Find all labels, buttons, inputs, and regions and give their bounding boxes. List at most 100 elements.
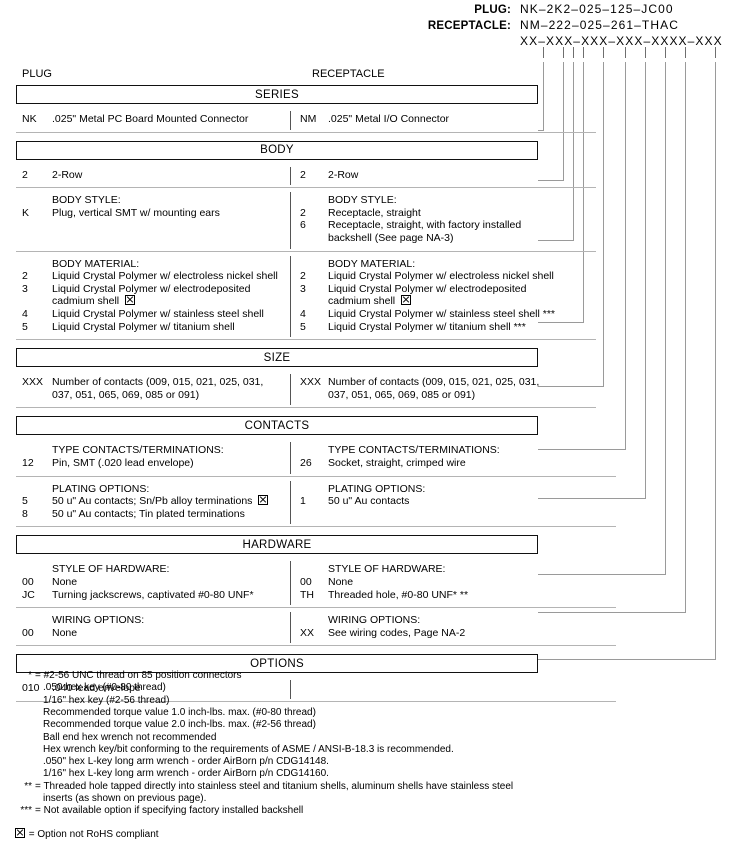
option-code: JC [22, 588, 35, 601]
option-description-line: 2-Row [328, 168, 359, 181]
option-description-line: Threaded hole, #0-80 UNF* ** [328, 588, 469, 601]
group-header: TYPE CONTACTS/TERMINATIONS: [328, 444, 500, 457]
option-description: None [328, 576, 568, 589]
option-code: TH [300, 588, 314, 601]
leader-line-size [603, 62, 604, 386]
tick-mark [625, 47, 626, 58]
option-description-line: None [52, 576, 78, 588]
plug-label: PLUG: [474, 4, 511, 16]
option-code: 2 [300, 270, 306, 283]
footnote-line: = Not available option if specifying fac… [35, 805, 304, 817]
part-number-row-receptacle: RECEPTACLE: NM–222–025–261–THAC [0, 18, 730, 34]
option-description-line: Pin, SMT (.020 lead envelope) [52, 457, 194, 469]
option-code: 00 [300, 576, 312, 588]
option-description: 2-Row [328, 169, 568, 182]
option-code: 5 [300, 320, 306, 333]
tick-mark [603, 47, 604, 58]
option-description-line: 50 u" Au contacts [328, 495, 410, 508]
option-description: Plug, vertical SMT w/ mounting ears [52, 207, 292, 220]
option-description-line: Number of contacts (009, 015, 021, 025, … [52, 376, 264, 389]
option-code: 00 [22, 576, 34, 588]
leader-line-options [715, 62, 716, 659]
option-description: Socket, straight, crimped wire [328, 457, 568, 470]
option-code: XXX [22, 376, 44, 389]
column-divider [290, 612, 291, 644]
leader-line-plating [538, 498, 646, 499]
option-description: Liquid Crystal Polymer w/ electrodeposit… [52, 283, 292, 308]
option-description-line: Socket, straight, crimped wire [328, 457, 466, 469]
option-code: 4 [22, 308, 28, 320]
group-header: WIRING OPTIONS: [328, 614, 421, 627]
group-divider-rule [16, 131, 596, 133]
option-description-line: cadmium shell [328, 295, 568, 308]
part-number-header: PLUG: NK–2K2–025–125–JC00 RECEPTACLE: NM… [0, 2, 730, 50]
column-divider [290, 480, 291, 525]
footnote-marker: ** [24, 780, 32, 792]
option-description: Liquid Crystal Polymer w/ electroless ni… [328, 270, 568, 283]
section-header-hardware: HARDWARE [16, 535, 538, 555]
option-description: Liquid Crystal Polymer w/ stainless stee… [328, 308, 568, 321]
option-description: See wiring codes, Page NA-2 [328, 627, 568, 640]
column-divider [290, 255, 291, 338]
option-description: None [52, 627, 292, 640]
section-title: SERIES [255, 88, 299, 101]
option-description-line: See wiring codes, Page NA-2 [328, 626, 466, 639]
option-code: 2 [300, 206, 306, 219]
group-divider-rule [16, 645, 616, 647]
option-description-line: Liquid Crystal Polymer w/ stainless stee… [328, 308, 556, 320]
receptacle-label: RECEPTACLE: [427, 20, 511, 32]
option-description: .025" Metal PC Board Mounted Connector [52, 113, 292, 126]
option-code: 6 [300, 219, 306, 232]
option-description: 2-Row [52, 169, 292, 182]
footnote-line: 1/16" hex L-key long arm wrench - order … [43, 768, 329, 780]
option-description-line: 037, 051, 065, 069, 085 or 091) [52, 388, 200, 401]
leader-line-body-material [583, 62, 584, 322]
option-description-line: 50 u" Au contacts; Tin plated terminatio… [52, 507, 245, 520]
footnote-line: = #2-56 UNC thread on 85 position connec… [35, 670, 242, 681]
part-number-row-plug: PLUG: NK–2K2–025–125–JC00 [0, 2, 730, 18]
option-description-line: Number of contacts (009, 015, 021, 025, … [328, 376, 540, 389]
option-code: NM [300, 113, 317, 125]
column-divider [290, 111, 291, 130]
column-divider [290, 192, 291, 249]
rohs-legend: = Option not RoHS compliant [14, 828, 159, 841]
footnote-line: Ball end hex wrench not recommended [43, 731, 217, 743]
group-divider-rule [16, 701, 616, 702]
group-header: WIRING OPTIONS: [52, 614, 145, 627]
option-description-line: Liquid Crystal Polymer w/ electrodeposit… [328, 282, 527, 295]
section-title: SIZE [263, 351, 291, 364]
section-header-contacts: CONTACTS [16, 416, 538, 436]
tick-mark [715, 47, 716, 58]
group-divider-rule [16, 187, 596, 189]
option-code: XXX [300, 376, 322, 389]
option-description: Receptacle, straight [328, 207, 568, 220]
option-code: 3 [22, 282, 28, 295]
column-divider [290, 374, 291, 406]
footnote-marker: *** [20, 805, 32, 817]
leader-line-series [543, 62, 544, 130]
option-description-line: Liquid Crystal Polymer w/ electroless ni… [52, 270, 278, 283]
column-caption-receptacle: RECEPTACLE [312, 68, 385, 80]
option-code: 00 [22, 626, 34, 639]
option-description-line: .025" Metal I/O Connector [328, 113, 450, 125]
leader-line-body-material [538, 322, 584, 323]
column-divider [290, 166, 291, 186]
tick-mark [665, 47, 666, 58]
section-title: OPTIONS [250, 657, 304, 670]
leader-line-body-style [573, 62, 574, 240]
rohs-legend-text: = Option not RoHS compliant [28, 829, 159, 840]
option-description-line: Receptacle, straight [328, 206, 421, 219]
option-code: XX [300, 626, 315, 639]
group-header: TYPE CONTACTS/TERMINATIONS: [52, 444, 224, 457]
leader-line-hardware-style [538, 574, 666, 575]
leader-line-plating [645, 62, 646, 498]
option-description-line: 2-Row [52, 168, 83, 181]
option-description-line: backshell (See page NA-3) [328, 231, 454, 244]
option-description: .040 lead envelope [52, 682, 292, 695]
option-code: 2 [22, 168, 28, 181]
option-code: 4 [300, 308, 306, 320]
receptacle-part-number: NM–222–025–261–THAC [520, 18, 679, 32]
tick-mark [685, 47, 686, 58]
option-code: 1 [300, 495, 306, 508]
option-description-line: 037, 051, 065, 069, 085 or 091) [328, 388, 476, 401]
